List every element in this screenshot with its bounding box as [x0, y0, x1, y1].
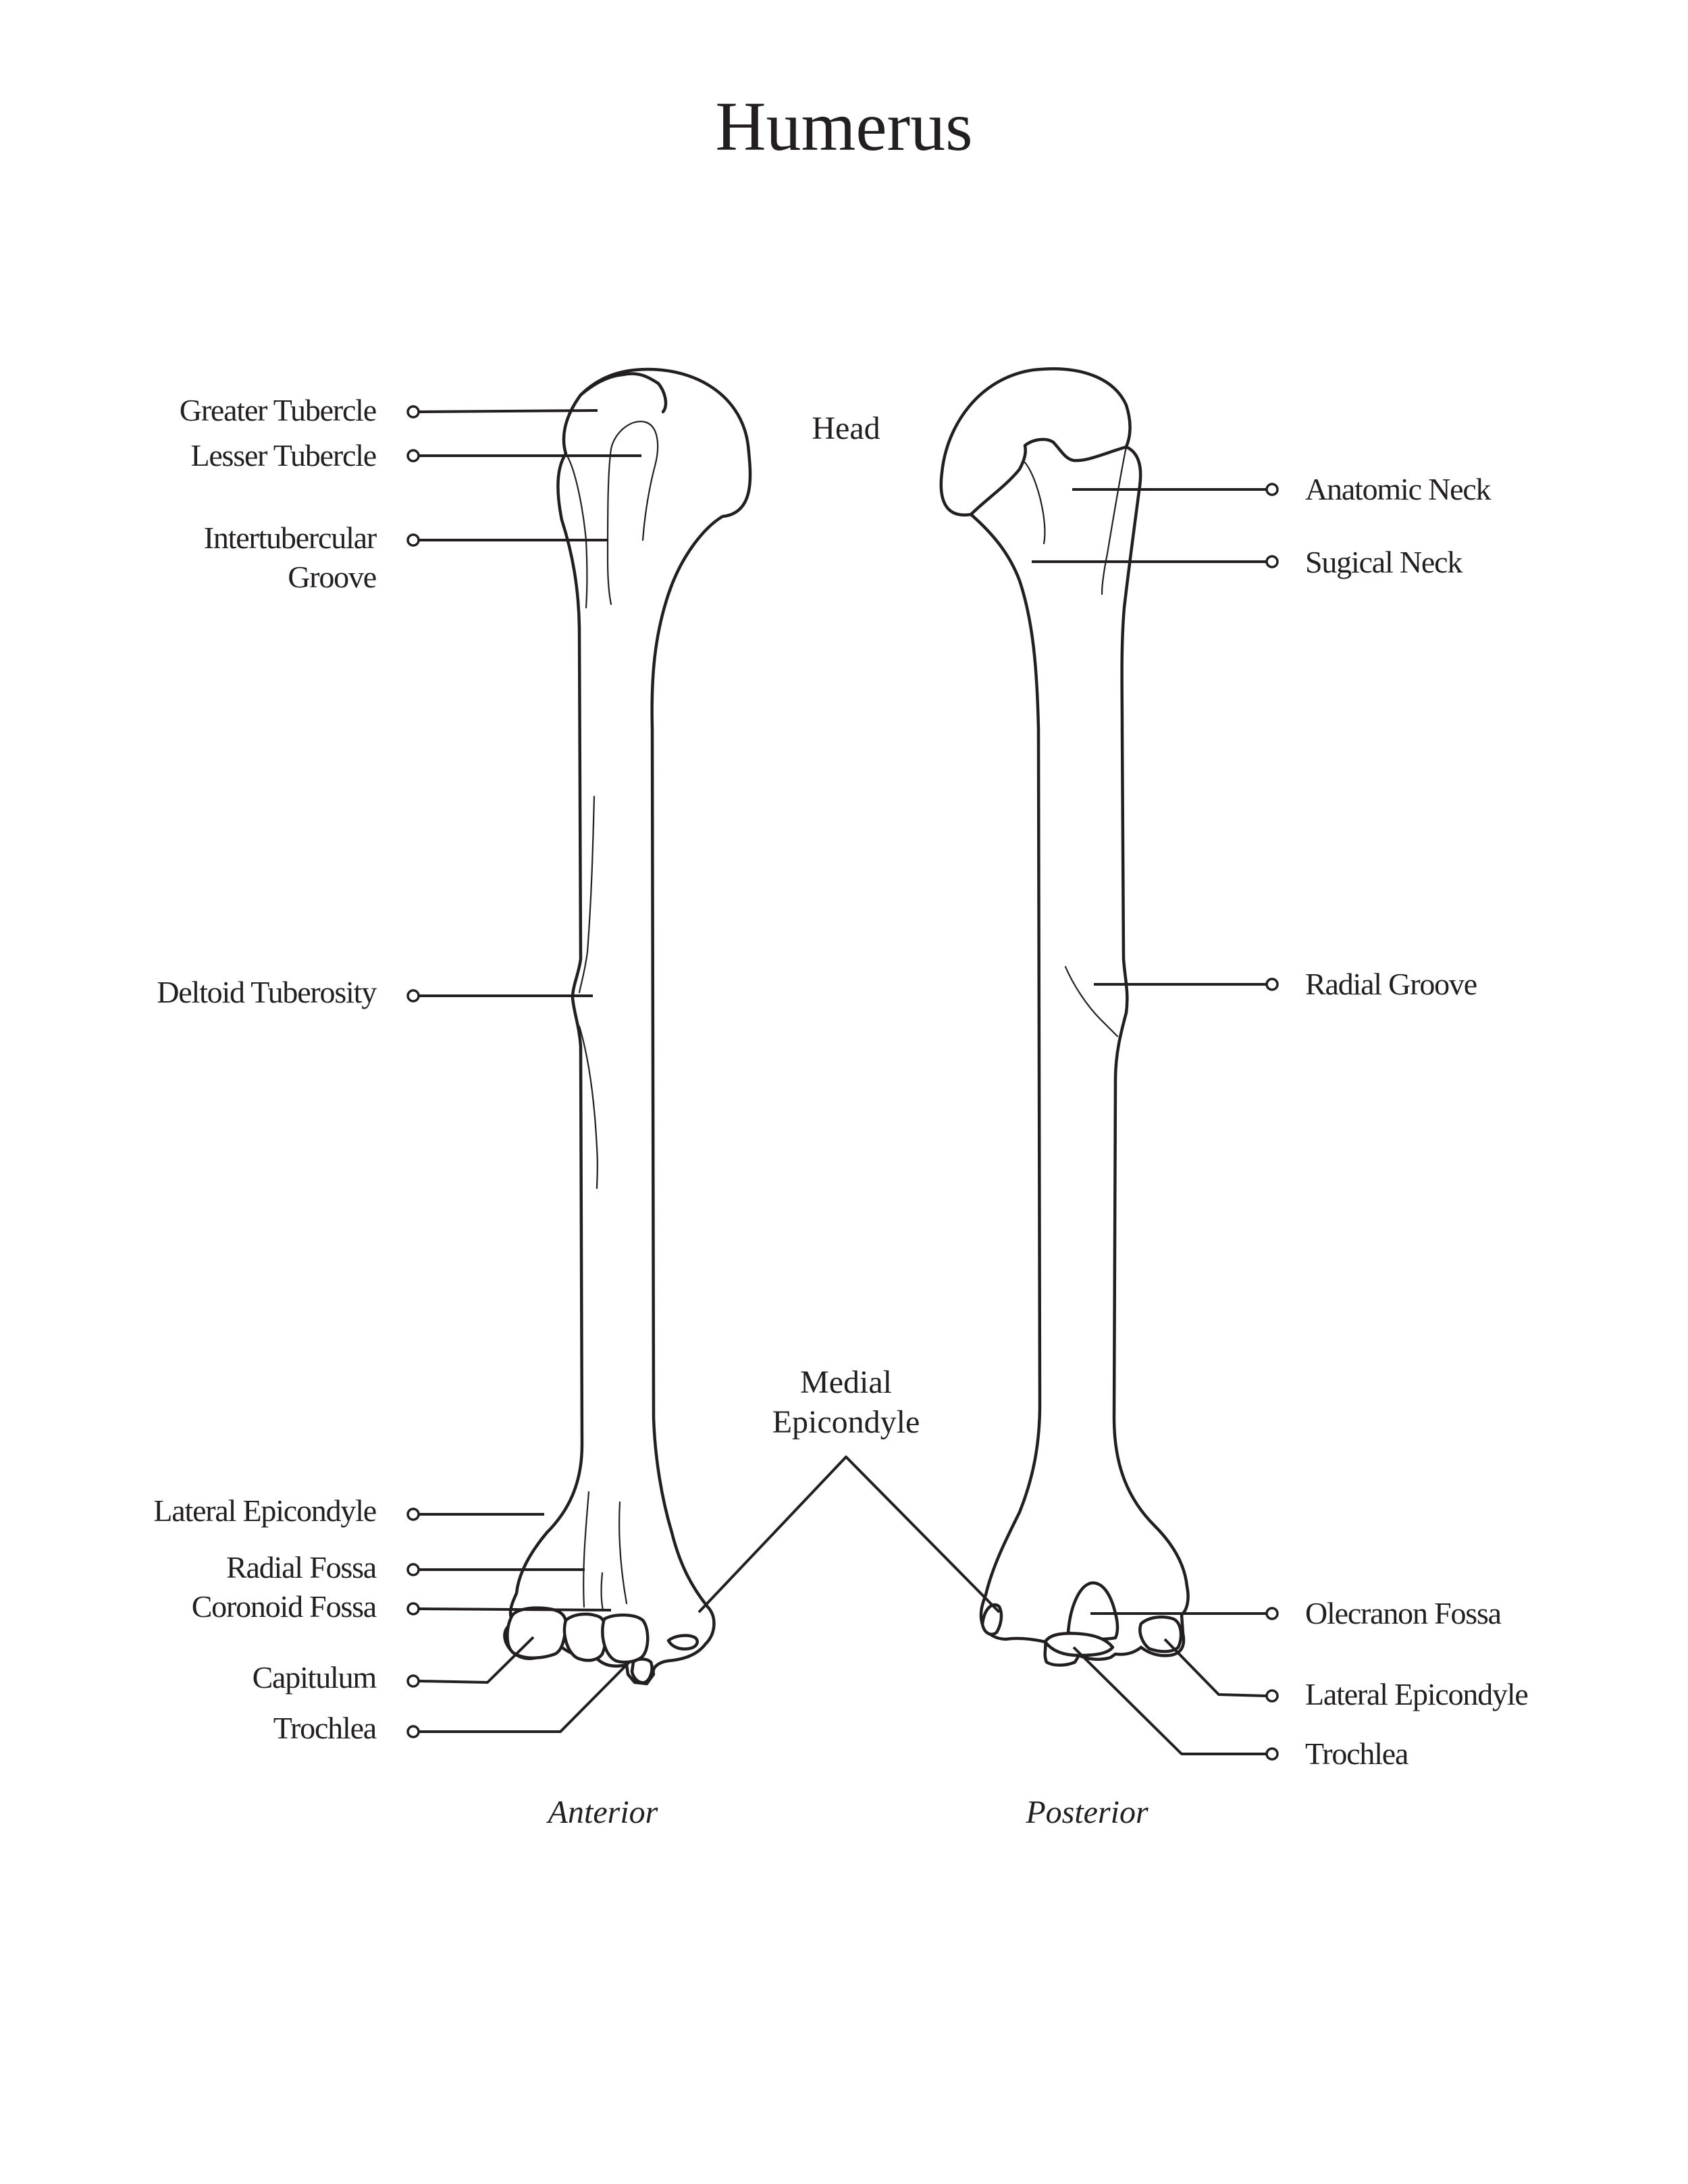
- anterior-trochlea-lateral-shape: [562, 1612, 608, 1662]
- label-text-olecranon-fossa: Olecranon Fossa: [1305, 1596, 1502, 1630]
- label-text-lesser-tubercle: Lesser Tubercle: [190, 438, 376, 473]
- leader-line: [1163, 1638, 1267, 1697]
- label-lateral-epicondyle-posterior: Lateral Epicondyle: [1163, 1638, 1529, 1711]
- posterior-bone-outline: [939, 367, 1190, 1667]
- anterior-medial-epicondyle-shape: [666, 1634, 699, 1651]
- label-anatomic-neck: Anatomic Neck: [1072, 472, 1492, 506]
- anterior-trochlea-lip-shape: [630, 1657, 654, 1684]
- label-radial-groove: Radial Groove: [1094, 967, 1477, 1001]
- label-lesser-tubercle: Lesser Tubercle: [190, 438, 641, 473]
- label-text-greater-tubercle: Greater Tubercle: [180, 393, 376, 427]
- leader-line: [418, 1636, 535, 1684]
- label-deltoid-tuberosity: Deltoid Tuberosity: [157, 975, 593, 1009]
- label-text-anatomic-neck: Anatomic Neck: [1305, 472, 1492, 506]
- leader-dot: [406, 1725, 420, 1738]
- posterior-bone: [939, 367, 1190, 1667]
- posterior-anatomic-neck-edge: [969, 437, 1128, 516]
- leader-dot: [1265, 1689, 1279, 1703]
- leader-dot: [406, 533, 420, 547]
- label-text-intertubercular-line1: Intertubercular: [204, 521, 377, 555]
- label-text-radial-fossa: Radial Fossa: [226, 1550, 377, 1584]
- posterior-medial-epicondyle-shape: [980, 1603, 1003, 1636]
- leader-line: [419, 1661, 631, 1733]
- posterior-neck-ridge: [1024, 461, 1046, 545]
- anterior-deltoid-ridge-upper: [578, 795, 596, 994]
- leader-line: [418, 409, 598, 413]
- anterior-trochlea-medial-shape: [601, 1614, 650, 1664]
- anterior-deltoid-ridge-lower: [578, 1025, 598, 1190]
- label-lateral-epicondyle-anterior: Lateral Epicondyle: [153, 1493, 544, 1528]
- leader-dot: [406, 405, 420, 419]
- page-title: Humerus: [715, 88, 972, 165]
- anterior-coronoid-fossa-ridge: [618, 1501, 628, 1605]
- label-coronoid-fossa: Coronoid Fossa: [192, 1589, 612, 1624]
- label-text-intertubercular-line2: Groove: [288, 560, 376, 594]
- anterior-bone-outline: [503, 367, 752, 1686]
- anterior-lesser-tubercle-ridge: [606, 448, 612, 606]
- leader-dot: [406, 1674, 420, 1688]
- posterior-tubercle-ridge: [1101, 446, 1128, 595]
- leader-dot: [1265, 1747, 1279, 1761]
- leader-dot: [406, 1508, 420, 1521]
- label-text-capitulum: Capitulum: [253, 1660, 377, 1695]
- label-radial-fossa: Radial Fossa: [226, 1550, 585, 1584]
- label-text-lateral-epicondyle-posterior: Lateral Epicondyle: [1305, 1677, 1528, 1711]
- label-intertubercular-groove: Intertubercular Groove: [204, 521, 608, 594]
- label-medial-epicondyle: Medial Epicondyle: [697, 1364, 1001, 1614]
- leader-line: [1072, 1646, 1267, 1755]
- label-text-trochlea-anterior: Trochlea: [273, 1711, 377, 1745]
- label-text-surgical-neck: Sugical Neck: [1305, 545, 1462, 579]
- leader-dot: [406, 1602, 420, 1616]
- leader-line: [418, 1607, 612, 1612]
- label-text-head: Head: [812, 410, 880, 446]
- label-text-coronoid-fossa: Coronoid Fossa: [192, 1589, 377, 1624]
- label-trochlea-anterior: Trochlea: [273, 1661, 631, 1745]
- leader-dot: [1265, 978, 1279, 991]
- anterior-radial-fossa-ridge: [583, 1491, 590, 1608]
- caption-posterior: Posterior: [1025, 1794, 1149, 1830]
- leader-dot: [406, 989, 420, 1003]
- anterior-capitulum-shape: [506, 1606, 568, 1659]
- label-olecranon-fossa: Olecranon Fossa: [1090, 1596, 1502, 1630]
- label-text-medial-epicondyle-line2: Epicondyle: [772, 1404, 920, 1440]
- label-text-radial-groove: Radial Groove: [1305, 967, 1477, 1001]
- label-text-trochlea-posterior: Trochlea: [1305, 1736, 1408, 1771]
- posterior-trochlea-shape: [1043, 1632, 1115, 1657]
- label-surgical-neck: Sugical Neck: [1032, 545, 1464, 579]
- label-text-deltoid-tuberosity: Deltoid Tuberosity: [157, 975, 377, 1009]
- leader-line-medial-epicondyle: [697, 1456, 1001, 1614]
- leader-dot: [406, 449, 420, 462]
- leader-dot: [1265, 483, 1279, 496]
- posterior-lateral-epicondyle-shape: [1138, 1615, 1183, 1653]
- label-text-lateral-epicondyle-anterior: Lateral Epicondyle: [153, 1493, 376, 1528]
- label-trochlea-posterior: Trochlea: [1072, 1646, 1409, 1771]
- anterior-head-rim: [579, 372, 668, 414]
- anterior-lesser-tubercle-cap: [610, 421, 659, 541]
- anterior-trochlea-ridge: [600, 1572, 604, 1612]
- caption-anterior: Anterior: [546, 1794, 658, 1830]
- anterior-bone: [503, 367, 752, 1686]
- leader-dot: [406, 1563, 420, 1576]
- posterior-radial-groove-ridge: [1064, 965, 1119, 1038]
- label-greater-tubercle: Greater Tubercle: [180, 393, 598, 427]
- leader-dot: [1265, 555, 1279, 568]
- label-text-medial-epicondyle-line1: Medial: [800, 1364, 892, 1400]
- leader-dot: [1265, 1607, 1279, 1620]
- label-capitulum: Capitulum: [253, 1636, 535, 1695]
